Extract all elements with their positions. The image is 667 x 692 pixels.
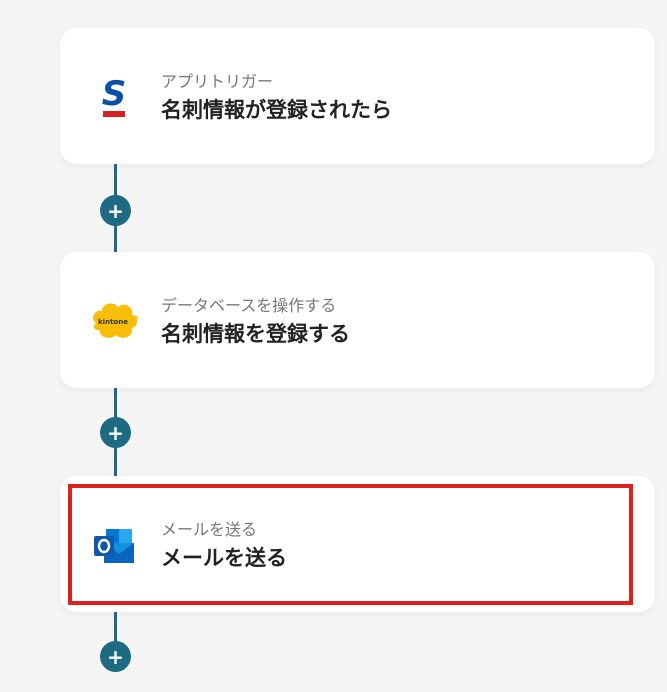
step-title: メールを送る [161,546,287,570]
step-card-send-mail[interactable]: メールを送る メールを送る [60,476,655,612]
add-step-button[interactable]: + [100,641,131,672]
svg-text:S: S [102,74,127,114]
step-card-trigger[interactable]: S アプリトリガー 名刺情報が登録されたら [60,28,655,164]
step-card-database[interactable]: kintone データベースを操作する 名刺情報を登録する [60,252,655,388]
kintone-icon: kintone [88,297,140,345]
outlook-icon [88,521,140,569]
add-step-button[interactable]: + [100,417,131,448]
kintone-logo-text: kintone [98,318,128,326]
step-subtitle: データベースを操作する [161,296,337,315]
sansan-icon: S [88,73,140,121]
step-title: 名刺情報が登録されたら [161,98,392,122]
step-subtitle: メールを送る [161,520,258,539]
add-step-button[interactable]: + [100,195,131,226]
connector-line [114,608,117,668]
step-subtitle: アプリトリガー [161,72,274,91]
step-title: 名刺情報を登録する [161,322,350,346]
